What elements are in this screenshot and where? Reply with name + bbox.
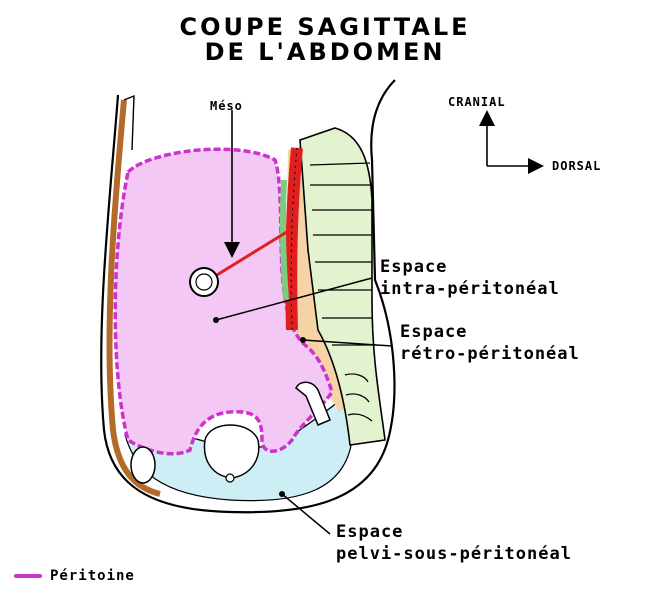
retro-label-2: rétro-péritonéal [400, 344, 580, 364]
dorsal-label: DORSAL [552, 159, 602, 173]
rectum [295, 381, 331, 426]
intra-leader [215, 277, 373, 321]
retro-label-1: Espace [400, 322, 468, 342]
peritoneum-legend-label: Péritoine [50, 568, 135, 584]
legend: Péritoine [14, 568, 135, 584]
bladder [203, 424, 260, 479]
retroperitoneal-organ [279, 179, 289, 301]
intra-label-2: intra-péritonéal [380, 279, 560, 299]
pubic-bone [130, 446, 156, 484]
body-outline [100, 79, 396, 514]
title-line-1: COUPE SAGITTALE [179, 13, 471, 41]
cranial-label: CRANIAL [448, 95, 506, 109]
abdominal-wall [106, 99, 161, 497]
pelvi-label-2: pelvi-sous-péritonéal [336, 544, 572, 564]
meso-mesentery [211, 228, 291, 280]
retro-leader [302, 339, 393, 347]
pelvi-leader [281, 493, 331, 535]
intra-label-1: Espace [380, 257, 448, 277]
meso-label: Méso [210, 99, 243, 113]
peritoneum-legend-swatch [14, 574, 42, 578]
pelvi-label-1: Espace [336, 522, 404, 542]
intraperitoneal-cavity [113, 147, 334, 456]
title-line-2: DE L'ABDOMEN [204, 38, 446, 66]
